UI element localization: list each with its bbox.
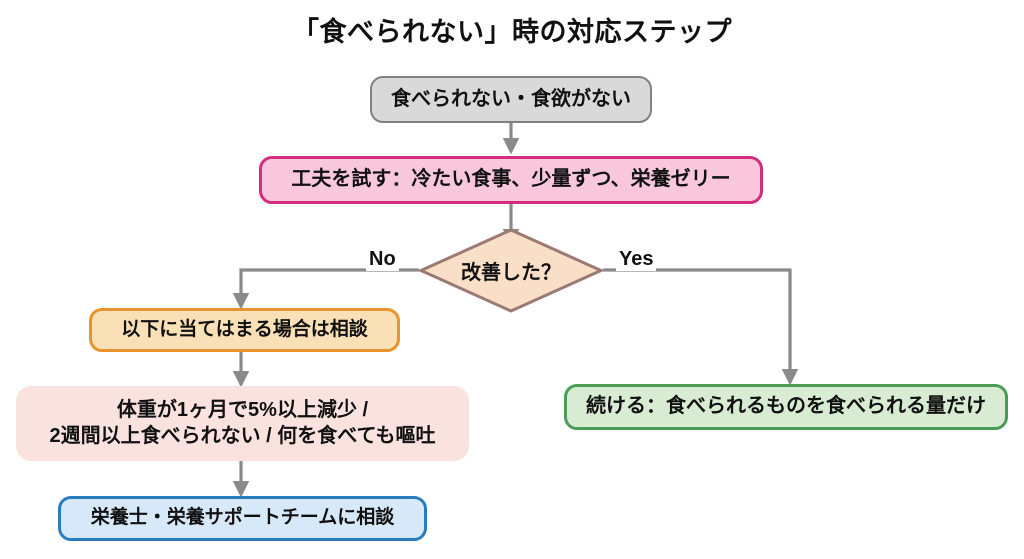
node-continue-eating-label: 続ける：食べられるものを食べられる量だけ xyxy=(586,395,986,418)
node-start-label: 食べられない・食欲がない xyxy=(391,87,631,110)
node-consult-if-applicable-label: 以下に当てはまる場合は相談 xyxy=(121,318,368,340)
node-try-strategies[interactable]: 工夫を試す：冷たい食事、少量ずつ、栄養ゼリー xyxy=(259,156,763,204)
edge-decision-yes xyxy=(603,268,799,386)
node-red-flag-criteria[interactable]: 体重が1ヶ月で5%以上減少 / 2週間以上食べられない / 何を食べても嘔吐 xyxy=(16,386,469,461)
node-decision-improved[interactable]: 改善した？ xyxy=(417,228,605,313)
node-nutrition-support-team[interactable]: 栄養士・栄養サポートチームに相談 xyxy=(58,496,427,541)
node-continue-eating[interactable]: 続ける：食べられるものを食べられる量だけ xyxy=(564,384,1008,430)
edge-label-no: No xyxy=(366,248,399,271)
diamond-shape xyxy=(417,228,605,313)
node-consult-if-applicable[interactable]: 以下に当てはまる場合は相談 xyxy=(89,308,400,352)
node-try-strategies-label: 工夫を試す：冷たい食事、少量ずつ、栄養ゼリー xyxy=(291,168,731,191)
node-start[interactable]: 食べられない・食欲がない xyxy=(370,76,652,123)
edge-decision-no xyxy=(232,268,419,310)
node-decision-improved-label: 改善した？ xyxy=(461,262,561,284)
node-red-flag-criteria-label: 体重が1ヶ月で5%以上減少 / 2週間以上食べられない / 何を食べても嘔吐 xyxy=(49,398,436,447)
node-nutrition-support-team-label: 栄養士・栄養サポートチームに相談 xyxy=(90,507,395,529)
edge-label-yes: Yes xyxy=(616,248,657,271)
page-title: 「食べられない」時の対応ステップ xyxy=(292,17,732,47)
